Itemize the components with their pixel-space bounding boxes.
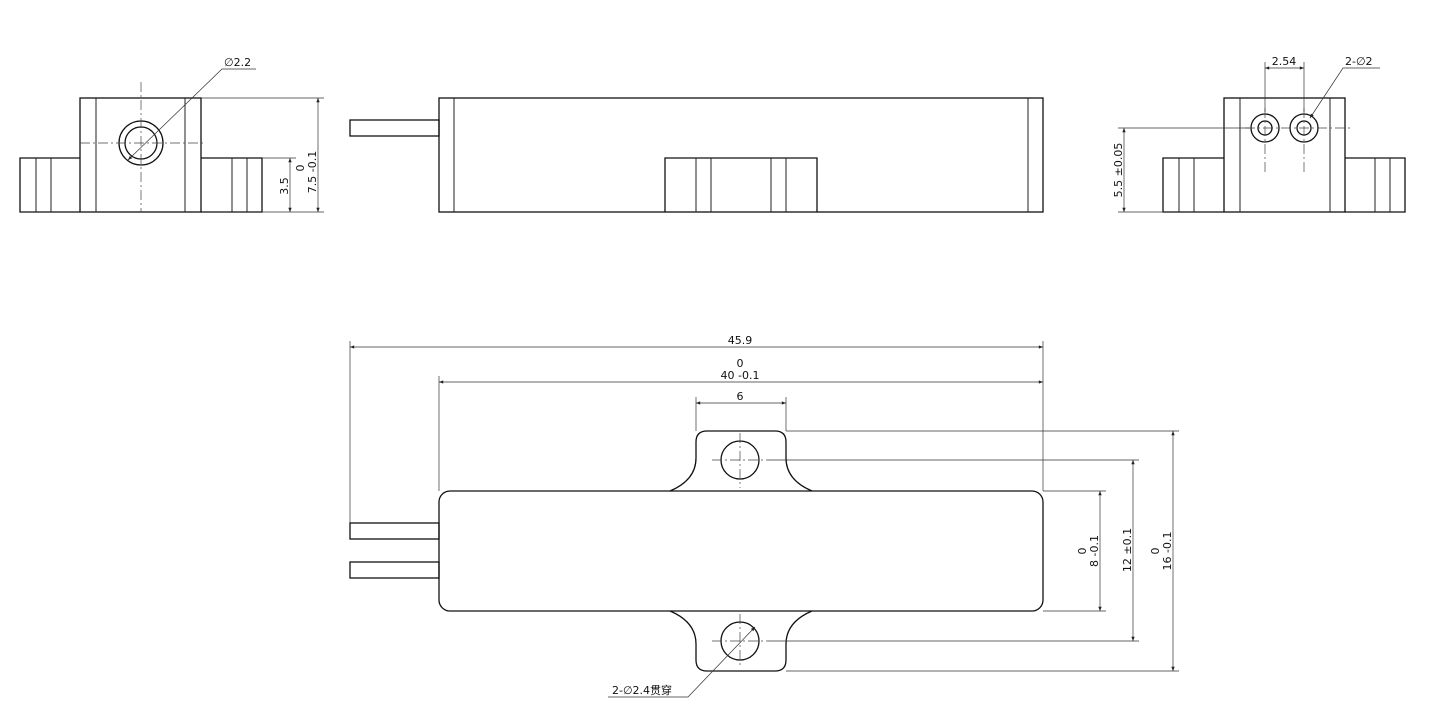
top-body-width-label: 8 -0.1 [1088,535,1101,567]
top-pin-2 [349,561,440,579]
right-holes-label: 2-∅2 [1345,55,1373,68]
left-side-view: ∅2.2 3.5 0 7.5 -0.1 [19,56,324,213]
top-body-length-upper-label: 0 [737,357,744,370]
right-pitch-label: 2.54 [1272,55,1297,68]
top-ear-lower [669,610,813,672]
top-hole-spacing-label: 12 ±0.1 [1121,528,1134,572]
right-body-outline [1223,97,1346,213]
top-body-width-upper-label: 0 [1076,548,1089,555]
right-height-label: 5.5 ±0.05 [1112,143,1125,198]
top-view: 45.9 0 40 -0.1 6 0 8 -0.1 12 ±0.1 0 16 -… [349,334,1179,698]
top-body-length-label: 40 -0.1 [721,369,760,382]
left-small-height-label: 3.5 [278,177,291,195]
left-height-label: 7.5 -0.1 [306,151,319,193]
front-view [349,97,1044,213]
left-hole-dia-label: ∅2.2 [224,56,251,69]
left-height-upper-label: 0 [294,165,307,172]
top-mount-holes-label: 2-∅2.4贯穿 [612,683,672,697]
top-ear-upper [669,430,813,492]
front-pin [349,119,440,137]
top-body-outline [438,490,1044,612]
top-overall-length-label: 45.9 [728,334,753,347]
top-total-width-label: 16 -0.1 [1161,532,1174,571]
front-body-outline [438,97,1044,213]
front-mount-ear [664,157,818,212]
right-side-view: 2.54 2-∅2 5.5 ±0.05 [1112,55,1406,213]
top-total-width-upper-label: 0 [1149,548,1162,555]
top-ear-width-label: 6 [737,390,744,403]
top-pin-1 [349,522,440,540]
left-wing [19,157,80,213]
left-body-outline [79,97,202,213]
